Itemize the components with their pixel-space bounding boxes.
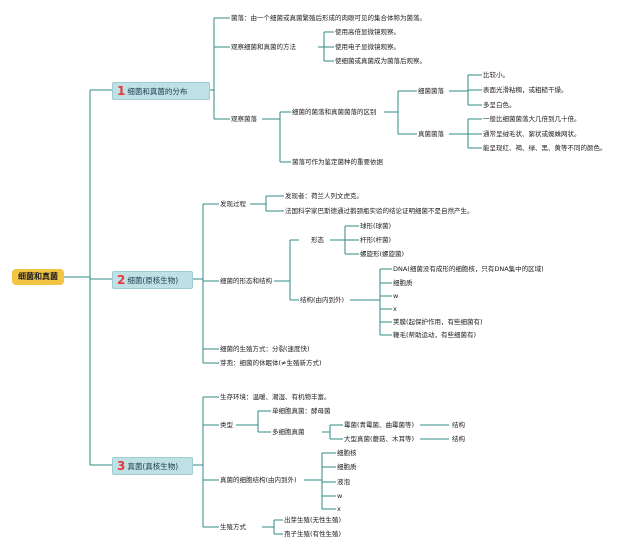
discovery-process: 发现过程	[220, 200, 246, 208]
discovery-item: 法国科学家巴斯德通过鹅颈瓶实验的结论证明细菌不是自然产生。	[285, 207, 474, 215]
bacteria-reproduction: 细菌的生殖方式：分裂(速度快)	[220, 345, 310, 353]
root-node: 细菌和真菌	[12, 269, 64, 285]
structure-item: 荚膜(起保护作用，有些细菌有)	[393, 318, 483, 326]
fungi-cell-structure: 真菌的细胞结构(由内到外)	[220, 476, 297, 484]
discovery-item: 发现者：荷兰人列文虎克。	[285, 192, 363, 200]
section-1-number: 1	[117, 84, 126, 98]
spore-reproduction-item: 孢子生殖(有性生殖)	[284, 530, 342, 538]
structure-item: 鞭毛(帮助运动，有些细菌有)	[393, 331, 477, 339]
structure-label: 结构	[452, 421, 465, 429]
method-item: 使细菌或真菌成为菌落后观察。	[335, 57, 426, 65]
observation-methods: 观察细菌和真菌的方法	[231, 43, 296, 51]
shape-item: 螺旋形(螺旋菌)	[360, 250, 405, 258]
bacteria-colony-trait: 表面光滑粘稠，或粗糙干燥。	[483, 86, 568, 94]
bacteria-colony-trait: 多呈白色。	[483, 101, 516, 109]
bacteria-morphology: 细菌的形态和结构	[220, 277, 272, 285]
section-1-title: 细菌和真菌的分布	[127, 87, 188, 96]
shape-item: 杆形(杆菌)	[360, 236, 392, 244]
shape-item: 球形(球菌)	[360, 222, 392, 230]
fungi-colony-trait: 通常呈绒毛状、絮状或蜘蛛网状。	[483, 130, 581, 138]
fungi-colony-trait: 一般比细菌菌落大几倍到几十倍。	[483, 115, 581, 123]
method-item: 使用电子显微镜观察。	[335, 43, 400, 51]
large-fungi-item: 大型真菌(蘑菇、木耳等)	[344, 435, 415, 443]
fungi-cell-item: 细胞质	[337, 463, 357, 471]
budding-item: 出芽生殖(无性生殖)	[284, 516, 342, 524]
observe-colony: 观察菌落	[231, 115, 257, 123]
fungi-environment: 生存环境：温暖、潮湿、有机物丰富。	[220, 393, 331, 401]
section-2-number: 2	[117, 273, 126, 287]
section-3-title: 真菌(真核生物)	[127, 462, 179, 471]
structure-item: DNA(细菌没有成形的细胞核，只有DNA集中的区域)	[393, 265, 544, 273]
fungi-cell-item: 液泡	[337, 478, 350, 486]
bacteria-colony: 细菌菌落	[418, 87, 444, 95]
unicellular-fungi: 单细胞真菌：酵母菌	[272, 407, 331, 415]
section-3-number: 3	[117, 459, 126, 473]
section-2-title: 细菌(原核生物)	[127, 276, 179, 285]
multicellular-fungi: 多细胞真菌	[272, 428, 305, 436]
fungi-cell-item: w	[337, 492, 343, 500]
structure-item: w	[393, 292, 399, 300]
colony-identification-basis: 菌落可作为鉴定菌种的重要依据	[292, 158, 383, 166]
structure-item: 细胞质	[393, 279, 413, 287]
spore-note: 芽孢：细菌的休眠体(≠生殖新方式)	[220, 359, 322, 367]
mold-item: 霉菌(青霉菌、曲霉菌等)	[344, 421, 415, 429]
structure-item: x	[393, 305, 397, 313]
fungi-colony: 真菌菌落	[418, 130, 444, 138]
fungi-cell-item: 细胞核	[337, 449, 357, 457]
colony-difference: 细菌的菌落和真菌菌落的区别	[292, 108, 377, 116]
bacteria-colony-trait: 比较小。	[483, 71, 509, 79]
colony-definition: 菌落：由一个细菌或真菌繁殖后形成的肉眼可见的集合体称为菌落。	[231, 14, 426, 22]
structure-node: 结构(由内到外)	[300, 296, 345, 304]
fungi-types: 类型	[220, 421, 233, 429]
fungi-cell-item: x	[337, 505, 341, 513]
method-item: 使用高倍显微镜观察。	[335, 28, 400, 36]
structure-label: 结构	[452, 435, 465, 443]
shape-node: 形态	[311, 236, 324, 244]
fungi-colony-trait: 能呈现红、褐、绿、黑、黄等不同的颜色。	[483, 144, 607, 152]
fungi-reproduction: 生殖方式	[220, 523, 246, 531]
